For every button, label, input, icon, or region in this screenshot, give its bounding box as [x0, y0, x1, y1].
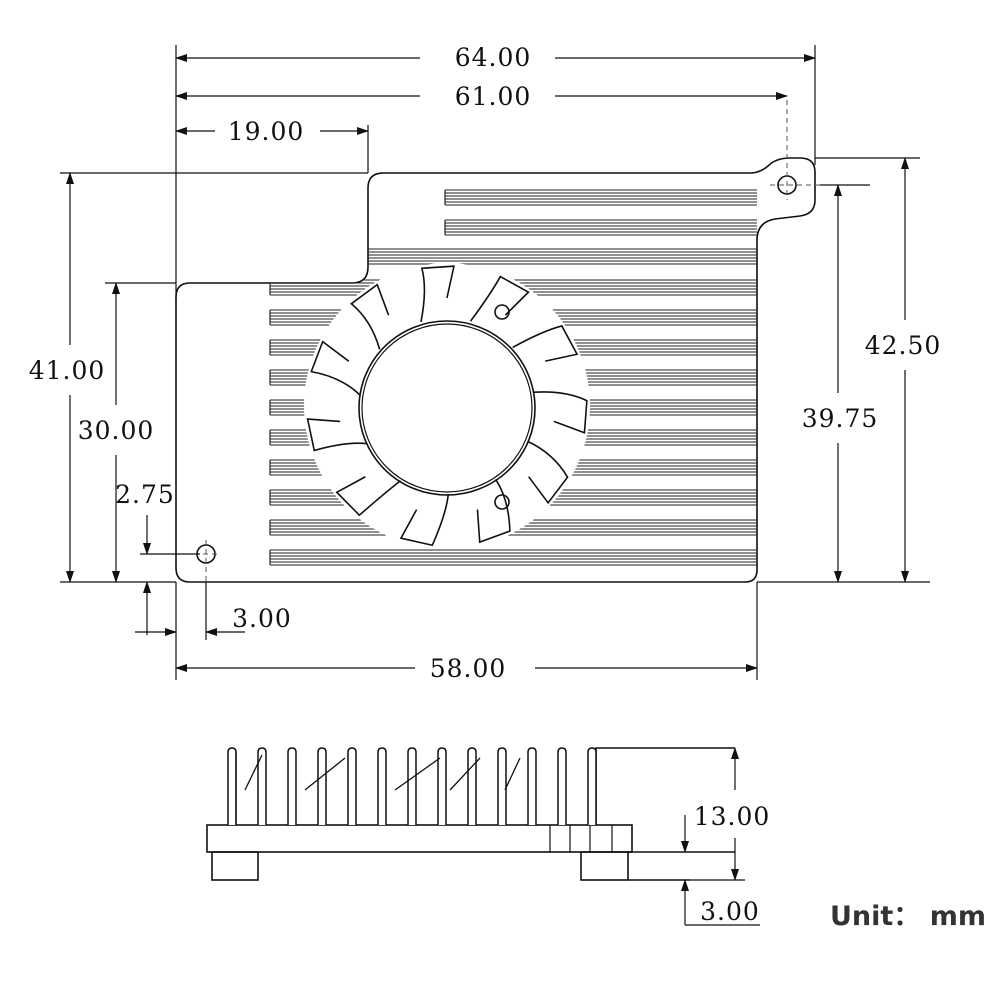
dim-hole-offset-x: 3.00	[232, 604, 292, 633]
fan-blade	[533, 391, 588, 434]
foot-right	[580, 851, 629, 881]
side-dimensions: 13.00 3.00	[681, 747, 771, 926]
fan-screw-hole-top	[494, 304, 510, 320]
heatsink-outline	[175, 157, 816, 583]
side-fin	[227, 747, 237, 825]
dim-notch-width: 19.00	[228, 117, 305, 146]
fan-blade	[310, 340, 361, 396]
dim-lower-height: 30.00	[78, 416, 155, 445]
side-fin	[587, 747, 597, 825]
fan-hub	[358, 320, 536, 496]
fan-blade	[306, 418, 368, 452]
side-fin	[257, 747, 267, 825]
dimension-lines	[60, 45, 930, 680]
dimension-labels: 64.00 61.00 19.00 41.00 30.00 2.75 42.50…	[29, 43, 942, 683]
side-fan-blades	[235, 752, 521, 825]
side-fin	[467, 747, 477, 825]
dim-hole-span: 61.00	[455, 82, 532, 111]
fan-blade	[335, 476, 402, 517]
dim-overall-height-right: 42.50	[865, 331, 942, 360]
fan-blade	[527, 440, 569, 505]
dim-hole-offset-y: 2.75	[115, 480, 175, 509]
dim-foot-height: 3.00	[700, 897, 760, 926]
side-view	[206, 747, 735, 881]
side-fin	[287, 747, 297, 825]
dim-total-height: 13.00	[694, 802, 771, 831]
fan-blade	[399, 493, 450, 547]
unit-label: Unit： mm	[830, 901, 986, 932]
dim-overall-height-left: 41.00	[29, 356, 106, 385]
side-fin	[497, 747, 507, 825]
fan-blade	[350, 283, 390, 350]
side-fin	[437, 747, 447, 825]
fan-blade	[476, 478, 511, 544]
foot-left	[211, 851, 259, 881]
side-fin	[407, 747, 417, 825]
side-fin	[527, 747, 537, 825]
dim-overall-width: 64.00	[455, 43, 532, 72]
fan-blade	[512, 325, 579, 362]
base-plate	[206, 824, 633, 853]
fan-opening	[304, 263, 590, 549]
top-view	[140, 100, 870, 635]
fan-screw-hole-bottom	[494, 494, 510, 510]
side-fin	[377, 747, 387, 825]
dim-body-width: 58.00	[430, 654, 507, 683]
fan-blade	[420, 265, 455, 323]
side-fin	[347, 747, 357, 825]
side-fin	[557, 747, 567, 825]
dim-hole-height-right: 39.75	[802, 404, 879, 433]
fan-blade	[469, 275, 530, 322]
side-fin	[317, 747, 327, 825]
fan	[306, 265, 588, 547]
